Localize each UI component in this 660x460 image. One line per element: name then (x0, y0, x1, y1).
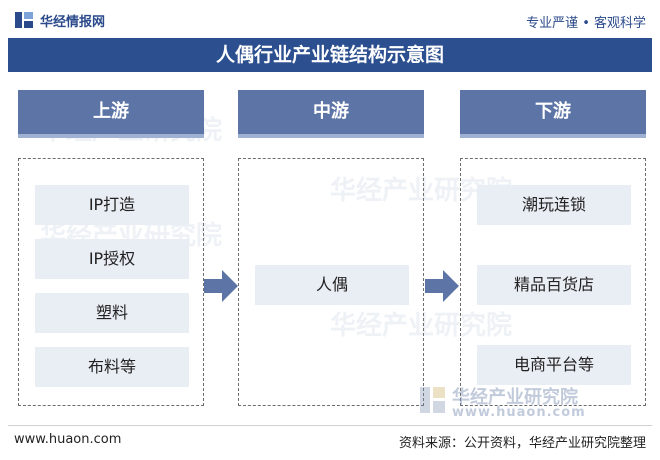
watermark-logo-url: www.huaon.com (452, 405, 586, 420)
watermark-logo: 华经产业研究院 www.huaon.com (420, 383, 640, 423)
slogan: 专业严谨 • 客观科学 (526, 16, 646, 31)
downstream-item: 精品百货店 (477, 265, 631, 305)
watermark-logo-text: 华经产业研究院 (452, 387, 578, 408)
brand-logo-icon (14, 10, 34, 30)
arrow-right-icon (425, 270, 459, 302)
downstream-box: 潮玩连锁 精品百货店 电商平台等 (460, 158, 646, 406)
midstream-box: 人偶 (238, 158, 424, 406)
upstream-item: 塑料 (35, 293, 189, 333)
downstream-item: 潮玩连锁 (477, 185, 631, 225)
column-header-downstream: 下游 (460, 90, 646, 138)
column-header-upstream: 上游 (18, 90, 204, 138)
watermark-logo-icon (420, 385, 446, 415)
brand-name: 华经情报网 (40, 14, 106, 30)
upstream-item: IP打造 (35, 185, 189, 225)
column-header-midstream: 中游 (238, 90, 424, 138)
midstream-item: 人偶 (255, 265, 409, 305)
watermark-text: 华经产业研究院 (330, 311, 513, 341)
upstream-item: 布料等 (35, 347, 189, 387)
upstream-item: IP授权 (35, 239, 189, 279)
downstream-item: 电商平台等 (477, 345, 631, 385)
upstream-box: IP打造 IP授权 塑料 布料等 (18, 158, 204, 406)
diagram-title: 人偶行业产业链结构示意图 (8, 38, 652, 72)
arrow-right-icon (204, 270, 238, 302)
footer-source: 资料来源：公开资料，华经产业研究院整理 (398, 436, 646, 451)
footer-divider (8, 425, 652, 426)
top-bar: 华经情报网 专业严谨 • 客观科学 (0, 0, 660, 38)
footer-url: www.huaon.com (14, 432, 122, 447)
brand: 华经情报网 (14, 10, 105, 30)
